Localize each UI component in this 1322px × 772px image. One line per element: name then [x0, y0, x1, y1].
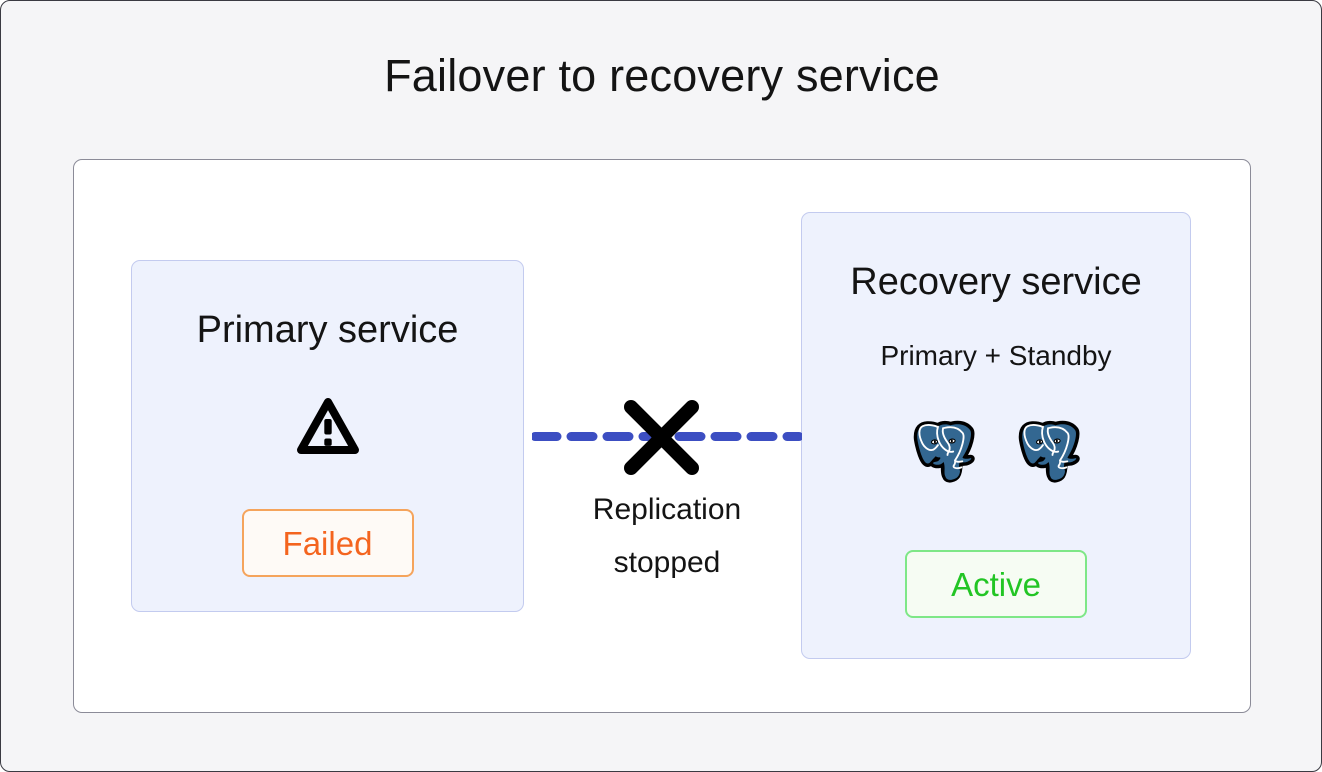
recovery-service-subtitle: Primary + Standby: [880, 340, 1112, 371]
primary-status-badge[interactable]: Failed: [241, 509, 414, 577]
page-title: Failover to recovery service: [384, 50, 940, 101]
recovery-status-badge[interactable]: Active: [905, 550, 1087, 618]
warning-triangle-icon: [296, 398, 359, 454]
primary-service-box[interactable]: Primary service Failed: [131, 260, 524, 612]
replication-status-label: Replication stopped: [532, 483, 802, 590]
x-cross-icon: [624, 400, 699, 475]
warning-triangle-icon-wrap: [132, 396, 523, 458]
recovery-service-box[interactable]: Recovery service Primary + Standby: [801, 212, 1191, 659]
postgresql-elephant-icon: [913, 420, 975, 483]
recovery-service-title: Recovery service: [850, 261, 1142, 303]
replication-label-line2: stopped: [613, 546, 721, 580]
replication-label-line1: Replication: [592, 493, 742, 526]
primary-service-title: Primary service: [196, 309, 459, 351]
postgresql-elephant-icon: [1018, 420, 1080, 483]
postgres-node-row: [802, 418, 1190, 483]
